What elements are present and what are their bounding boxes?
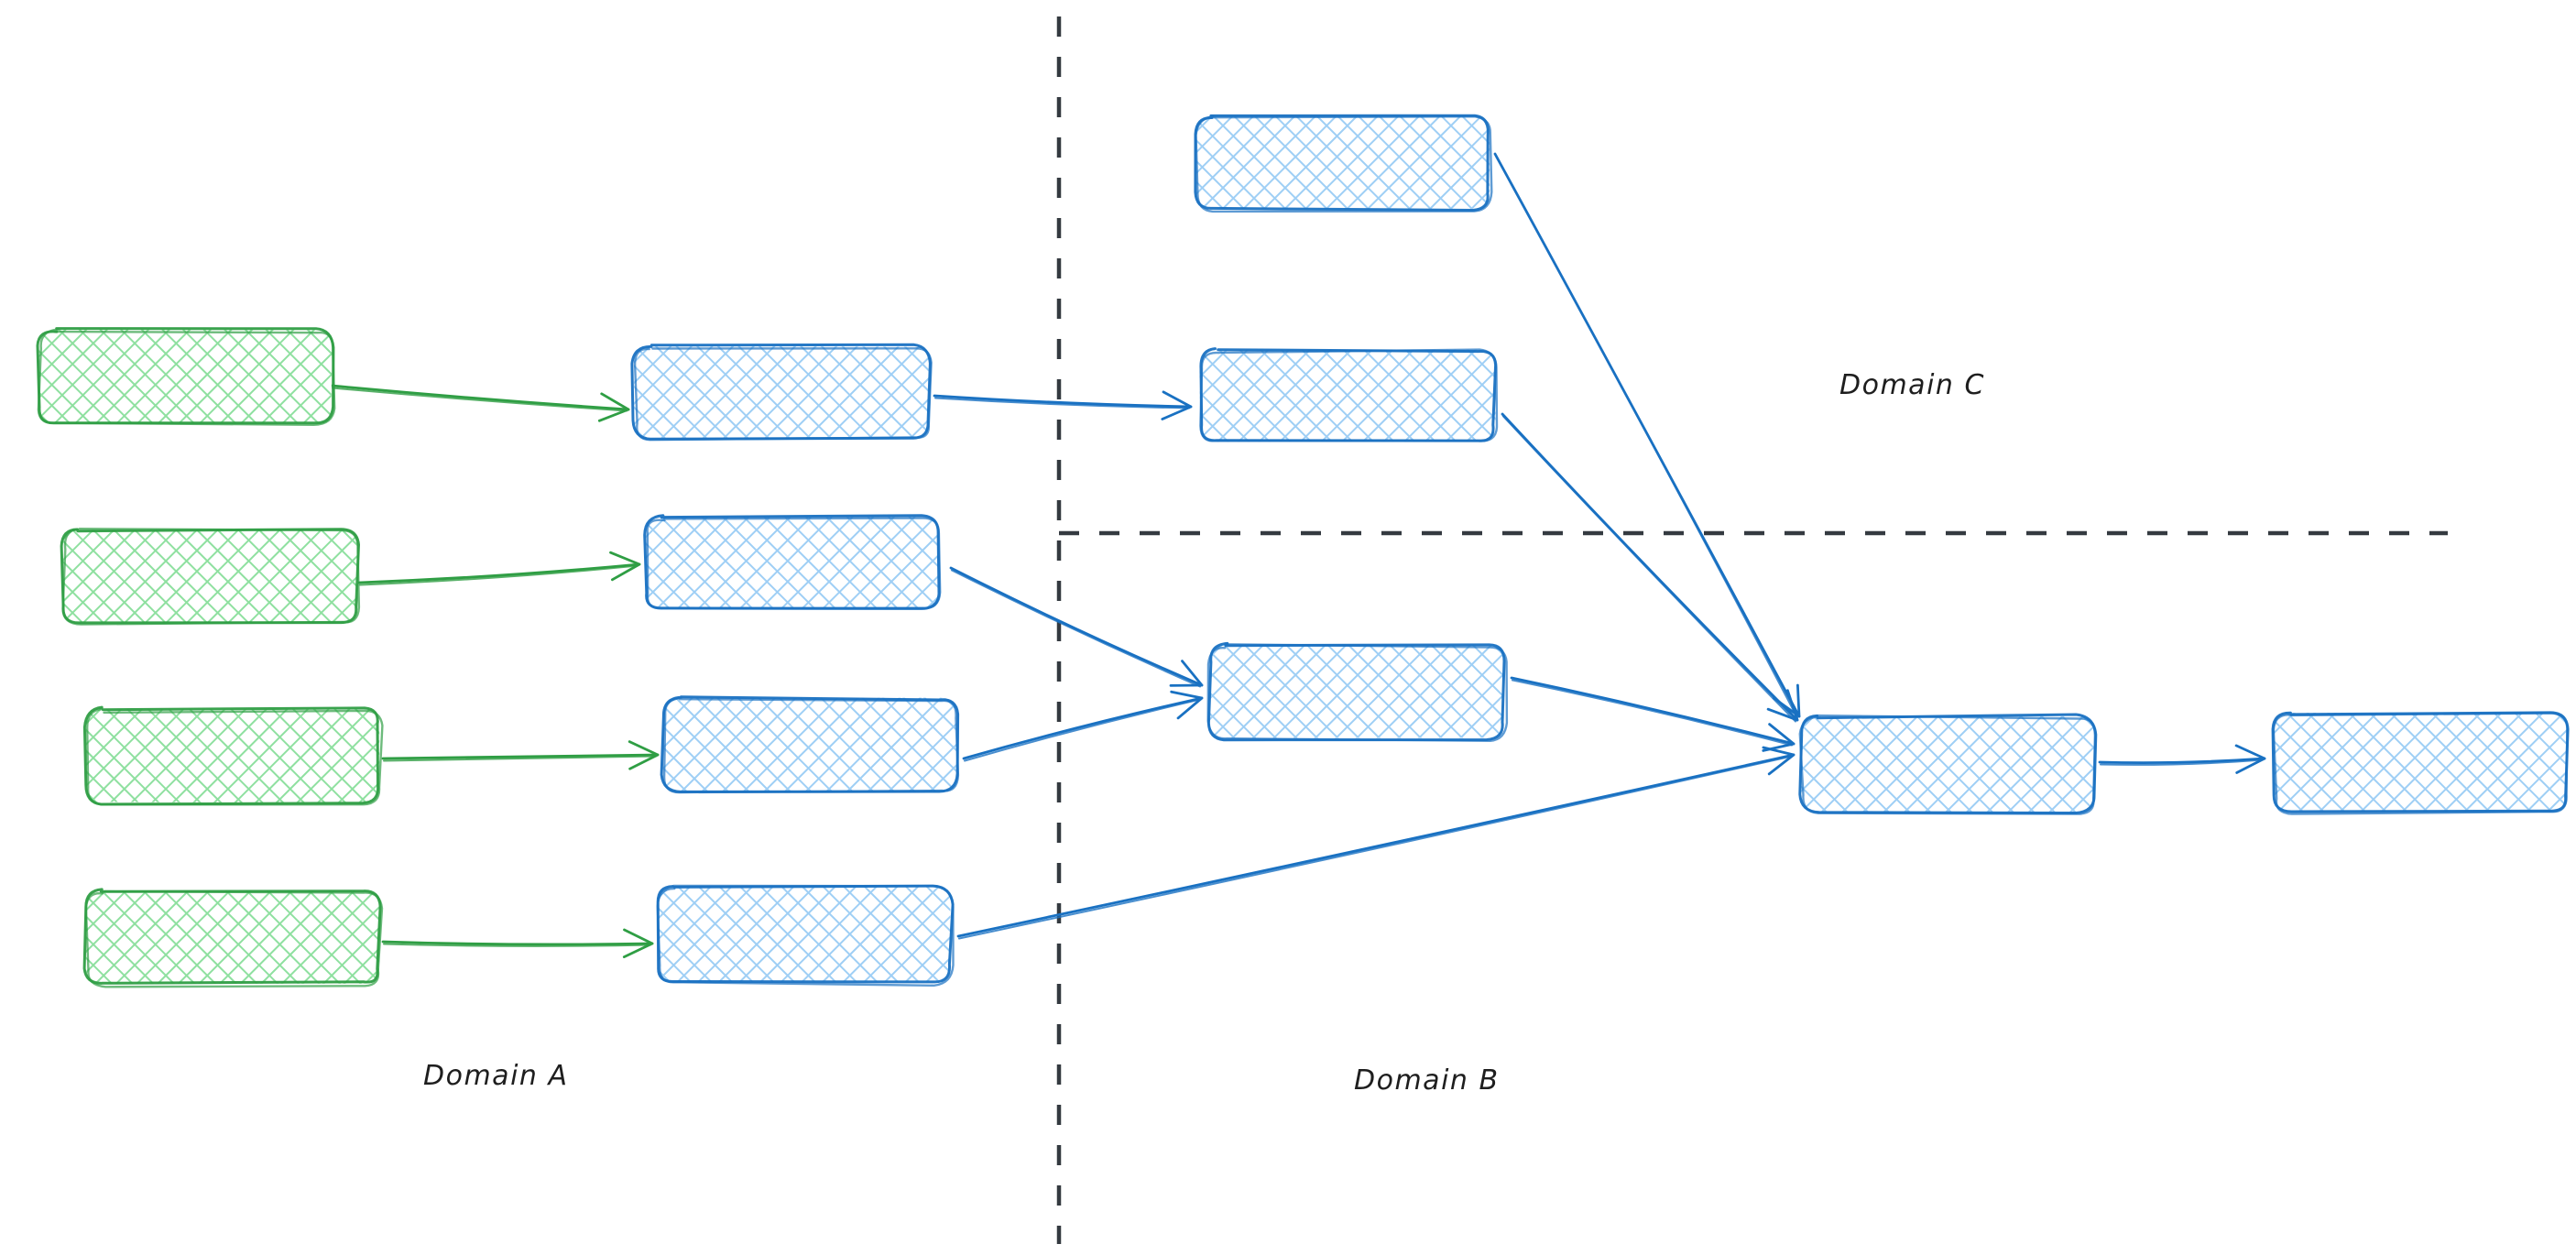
edge-edge-d1-d2 [2098,744,2266,774]
node-c-node-1[interactable] [1194,114,1493,213]
label-domain-b: Domain B [1354,1064,1500,1097]
edge-edge-b2-c3 [949,566,1204,688]
label-domain-a: Domain A [423,1060,569,1092]
edge-edge-a3-b3 [381,740,660,770]
edge-edge-c2-d1 [1501,412,1799,723]
nodes-group [36,114,2570,988]
node-b-node-1[interactable] [630,343,933,442]
edge-edge-c3-d1 [1510,676,1796,752]
node-a-node-3[interactable] [82,705,384,806]
edge-edge-b3-c3 [962,690,1204,762]
edge-edge-c1-d1 [1493,152,1801,719]
node-d-node-1[interactable] [1798,713,2098,815]
node-b-node-2[interactable] [643,514,942,610]
edges-group [330,152,2266,958]
node-d-node-2[interactable] [2271,711,2570,815]
label-domain-c: Domain C [1839,369,1985,401]
domain-dividers [1056,16,2448,1244]
edge-edge-a1-b1 [330,384,630,422]
node-a-node-2[interactable] [60,528,361,626]
node-a-node-4[interactable] [82,888,384,988]
node-b-node-3[interactable] [660,695,960,794]
edge-edge-b1-c2 [933,390,1193,420]
node-c-node-3[interactable] [1206,641,1509,742]
node-b-node-4[interactable] [656,884,955,987]
edge-edge-a4-b4 [381,928,654,958]
node-c-node-2[interactable] [1199,347,1499,442]
node-a-node-1[interactable] [36,327,336,426]
edge-edge-a2-b2 [357,551,641,586]
edge-edge-b4-d1 [956,746,1796,940]
